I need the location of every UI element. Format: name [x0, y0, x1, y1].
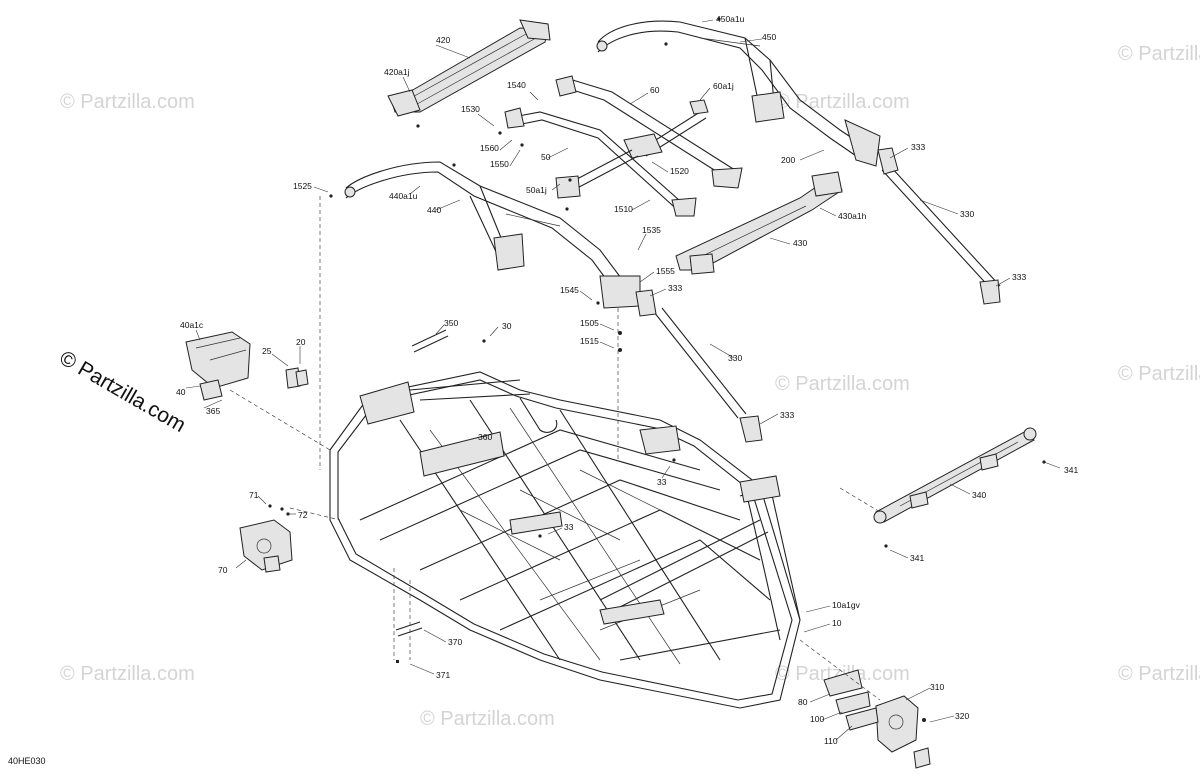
callout-430a1h: 430a1h [838, 211, 867, 221]
callout-1530: 1530 [461, 104, 480, 114]
callout-50a1j: 50a1j [526, 185, 547, 195]
watermark: © Partzilla.com [1118, 663, 1200, 685]
callout-1560: 1560 [480, 143, 499, 153]
watermark: © Partzilla.com [775, 663, 910, 685]
callout-1520: 1520 [670, 166, 689, 176]
callout-310: 310 [930, 682, 944, 692]
callout-320: 320 [955, 711, 969, 721]
callout-430: 430 [793, 238, 807, 248]
callout-330: 330 [728, 353, 742, 363]
watermark-main: © Partzilla.com [56, 346, 190, 437]
callout-440a1u: 440a1u [389, 191, 418, 201]
callout-60a1j: 60a1j [713, 81, 734, 91]
callout-25: 25 [262, 346, 272, 356]
callout-1540: 1540 [507, 80, 526, 90]
callout-33: 33 [657, 477, 667, 487]
callout-370: 370 [448, 637, 462, 647]
watermark: © Partzilla.com [1118, 43, 1200, 65]
watermark: © Partzilla.com [775, 373, 910, 395]
callout-341: 341 [1064, 465, 1078, 475]
callout-10: 10 [832, 618, 842, 628]
callout-60: 60 [650, 85, 660, 95]
callout-333: 333 [668, 283, 682, 293]
callout-71: 71 [249, 490, 259, 500]
part-370-bracket [395, 621, 423, 663]
callout-450a1u: 450a1u [716, 14, 745, 24]
part-50-roof-bar [504, 107, 697, 217]
part-340-rear-tube [873, 427, 1037, 524]
callout-1510: 1510 [614, 204, 633, 214]
watermark: © Partzilla.com [60, 663, 195, 685]
callout-1545: 1545 [560, 285, 579, 295]
callout-50: 50 [541, 152, 551, 162]
callout-333: 333 [1012, 272, 1026, 282]
part-440-front-roll-bar [344, 161, 641, 309]
callout-365: 365 [206, 406, 220, 416]
part-350-strap [411, 329, 449, 353]
callout-10a1gv: 10a1gv [832, 600, 861, 610]
callout-440: 440 [427, 205, 441, 215]
alignment-lines [229, 196, 881, 701]
watermark: © Partzilla.com [1118, 363, 1200, 385]
callout-360: 360 [478, 432, 492, 442]
callout-420a1j: 420a1j [384, 67, 410, 77]
callout-1535: 1535 [642, 225, 661, 235]
callout-1515: 1515 [580, 336, 599, 346]
callout-1550: 1550 [490, 159, 509, 169]
part-330-strut-lower [635, 289, 763, 443]
callout-33: 33 [564, 522, 574, 532]
callout-341: 341 [910, 553, 924, 563]
callout-1505: 1505 [580, 318, 599, 328]
callout-30: 30 [502, 321, 512, 331]
watermark: © Partzilla.com [60, 91, 195, 113]
callout-333: 333 [780, 410, 794, 420]
callout-371: 371 [436, 670, 450, 680]
callout-200: 200 [781, 155, 795, 165]
callout-420: 420 [436, 35, 450, 45]
part-420-cross-tube [387, 19, 551, 117]
watermark: © Partzilla.com [420, 708, 555, 730]
callout-100: 100 [810, 714, 824, 724]
callout-350: 350 [444, 318, 458, 328]
callout-70: 70 [218, 565, 228, 575]
part-10-main-frame [329, 371, 801, 709]
diagram-code: 40HE030 [8, 756, 46, 766]
callout-450: 450 [762, 32, 776, 42]
part-60-roof-bar [555, 75, 743, 189]
callout-1525: 1525 [293, 181, 312, 191]
callout-330: 330 [960, 209, 974, 219]
part-430-rear-tube [675, 171, 843, 275]
part-450-rear-roll-bar [596, 20, 881, 167]
part-40-bracket [185, 331, 251, 401]
callout-72: 72 [298, 510, 308, 520]
callout-1555: 1555 [656, 266, 675, 276]
callout-labels: 420 420a1j 450a1u 450 1540 60 60a1j 1530… [176, 14, 1078, 746]
callout-20: 20 [296, 337, 306, 347]
part-310-mount [823, 669, 931, 769]
callout-80: 80 [798, 697, 808, 707]
callout-40: 40 [176, 387, 186, 397]
callout-340: 340 [972, 490, 986, 500]
callout-110: 110 [824, 736, 838, 746]
part-70-mount [239, 519, 293, 573]
callout-40a1c: 40a1c [180, 320, 204, 330]
part-330-strut-upper [877, 147, 1001, 305]
callout-333: 333 [911, 142, 925, 152]
leader-lines [185, 19, 1061, 741]
part-20-25-clips [285, 367, 309, 389]
watermark: © Partzilla.com [775, 91, 910, 113]
fastener-dots [268, 17, 1046, 722]
watermark-group: © Partzilla.com © Partzilla.com © Partzi… [60, 43, 1200, 730]
